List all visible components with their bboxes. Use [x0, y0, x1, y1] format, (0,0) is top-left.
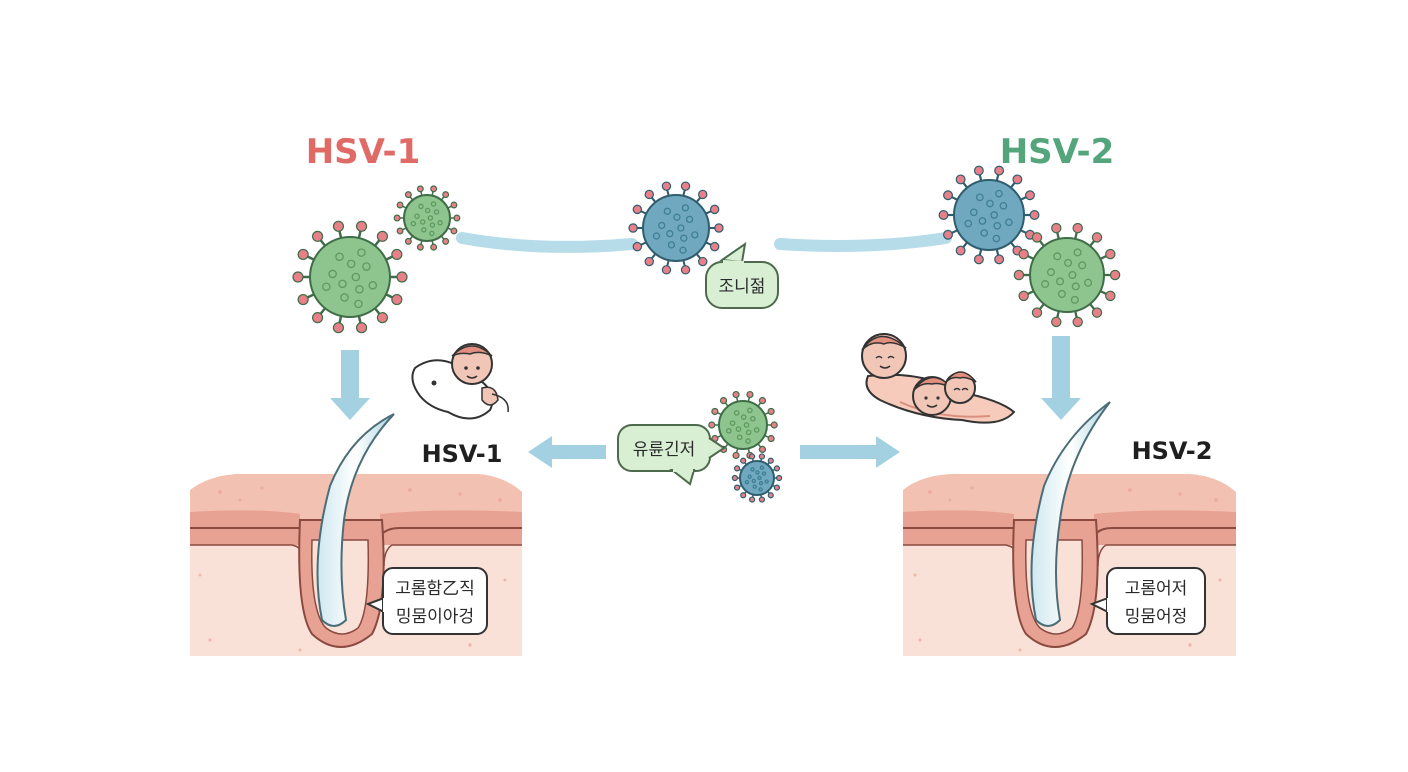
connector-line-left — [456, 232, 638, 253]
skin-cross-section-right: 고롬어저 밍뭄어정 — [903, 401, 1236, 656]
virus-blue-icon — [628, 181, 724, 275]
virus-green-icon — [393, 185, 461, 251]
down-arrow-icon — [330, 350, 370, 420]
bubble-left-line1: 고롬함乙직 — [395, 579, 475, 599]
hair-follicle-icon — [1030, 401, 1111, 627]
skin-label-hsv1: HSV-1 — [422, 440, 503, 468]
babies-icon — [861, 333, 1016, 424]
speech-bubble-top: 조니젊 — [705, 241, 779, 309]
speech-bubble-center: 유륜긴저 — [617, 424, 726, 486]
bubble-right-line1: 고롬어저 — [1125, 579, 1188, 599]
baby-icon — [411, 343, 509, 420]
down-arrow-icon — [1041, 336, 1081, 420]
bubble-right-line2: 밍뭄어정 — [1125, 607, 1188, 627]
connector-line-right — [774, 232, 952, 252]
title-hsv2: HSV-2 — [1000, 132, 1115, 172]
virus-blue-icon — [731, 453, 783, 503]
skin-label-hsv2: HSV-2 — [1132, 437, 1213, 465]
bubble-left-line2: 밍뭄이아겅 — [396, 607, 474, 627]
virus-blue-icon — [938, 165, 1040, 265]
right-arrow-icon — [800, 436, 900, 468]
title-hsv1: HSV-1 — [306, 132, 421, 172]
left-arrow-icon — [528, 436, 606, 468]
bubble-top-text: 조니젊 — [719, 277, 766, 297]
hair-follicle-icon — [316, 413, 395, 627]
virus-green-icon — [292, 220, 408, 334]
virus-green-icon — [1013, 222, 1121, 328]
skin-cross-section-left: 고롬함乙직 밍뭄이아겅 — [190, 413, 522, 656]
bubble-center-text: 유륜긴저 — [633, 440, 696, 460]
